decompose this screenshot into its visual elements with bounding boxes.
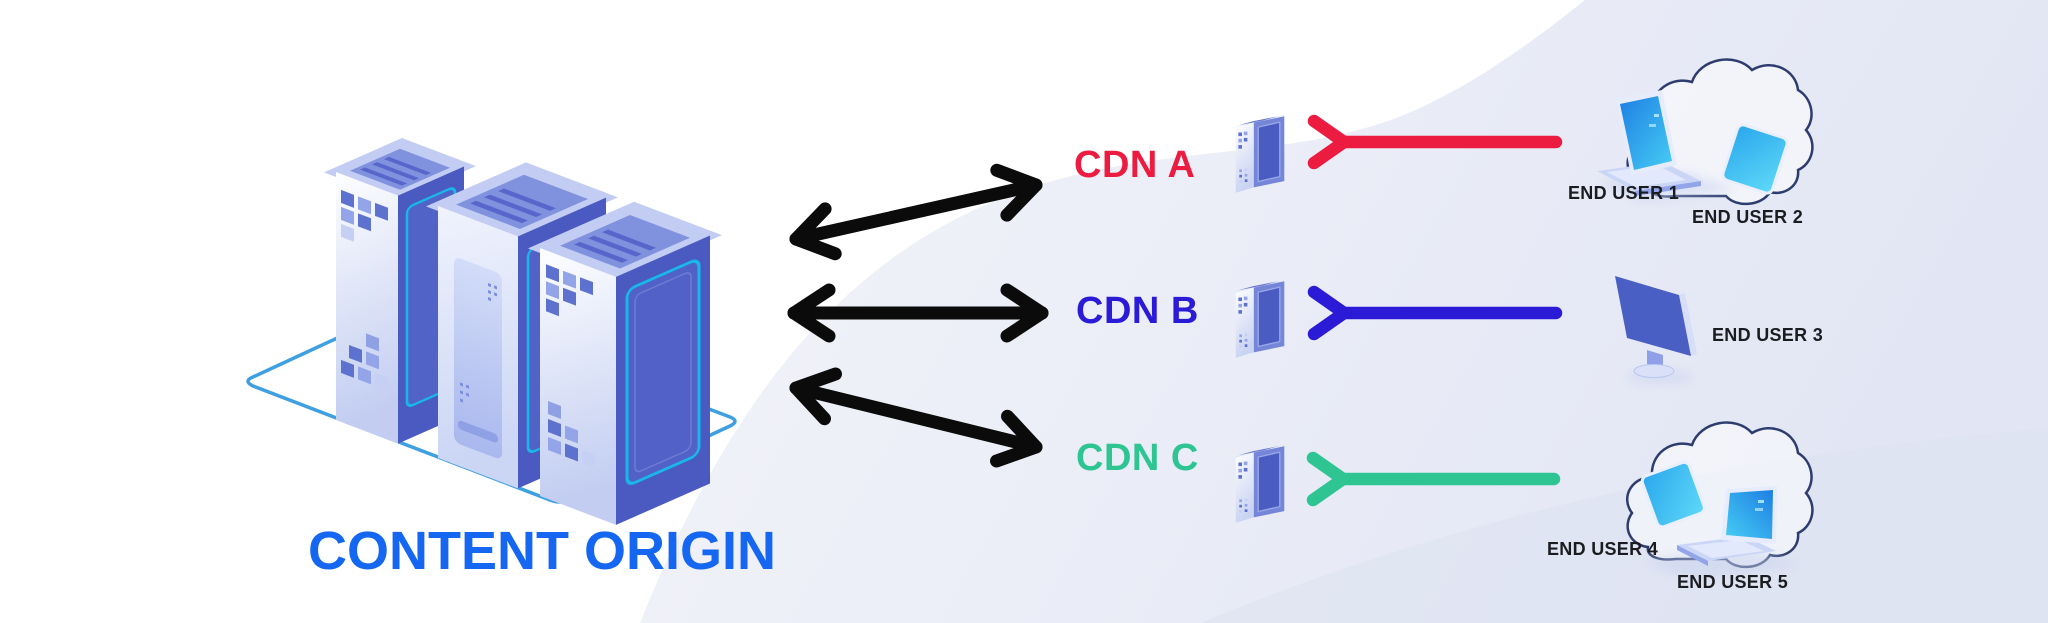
laptop-icon [1677, 486, 1777, 566]
origin-cdn-arrows [787, 163, 1049, 468]
cdn-b-label: CDN B [1076, 290, 1199, 332]
tablet-icon [1640, 460, 1706, 529]
origin-cdn-a-bidirectional-arrow [789, 163, 1043, 261]
tablet-icon [1721, 123, 1789, 195]
cdn-a-server-icon [1230, 113, 1288, 194]
end-user-3-label: END USER 3 [1712, 325, 1824, 345]
end-user-5-label: END USER 5 [1677, 572, 1789, 592]
content-origin-illustration [246, 138, 737, 525]
device-shadow [1640, 548, 1800, 580]
cdn-c-label: CDN C [1076, 437, 1199, 479]
server-tower-right [528, 201, 722, 525]
end-user-1-label: END USER 1 [1568, 183, 1680, 203]
end-user-cloud-top [1596, 58, 1814, 206]
end-user-2-label: END USER 2 [1692, 207, 1804, 227]
laptop-icon [1597, 90, 1701, 196]
origin-cdn-c-bidirectional-arrow [789, 367, 1043, 468]
content-origin-label: CONTENT ORIGIN [308, 521, 776, 581]
cdn-a-label: CDN A [1074, 144, 1196, 186]
monitor-icon [1615, 276, 1697, 385]
end-user-cloud-bottom [1625, 421, 1814, 580]
end-user-4-label: END USER 4 [1547, 539, 1659, 559]
